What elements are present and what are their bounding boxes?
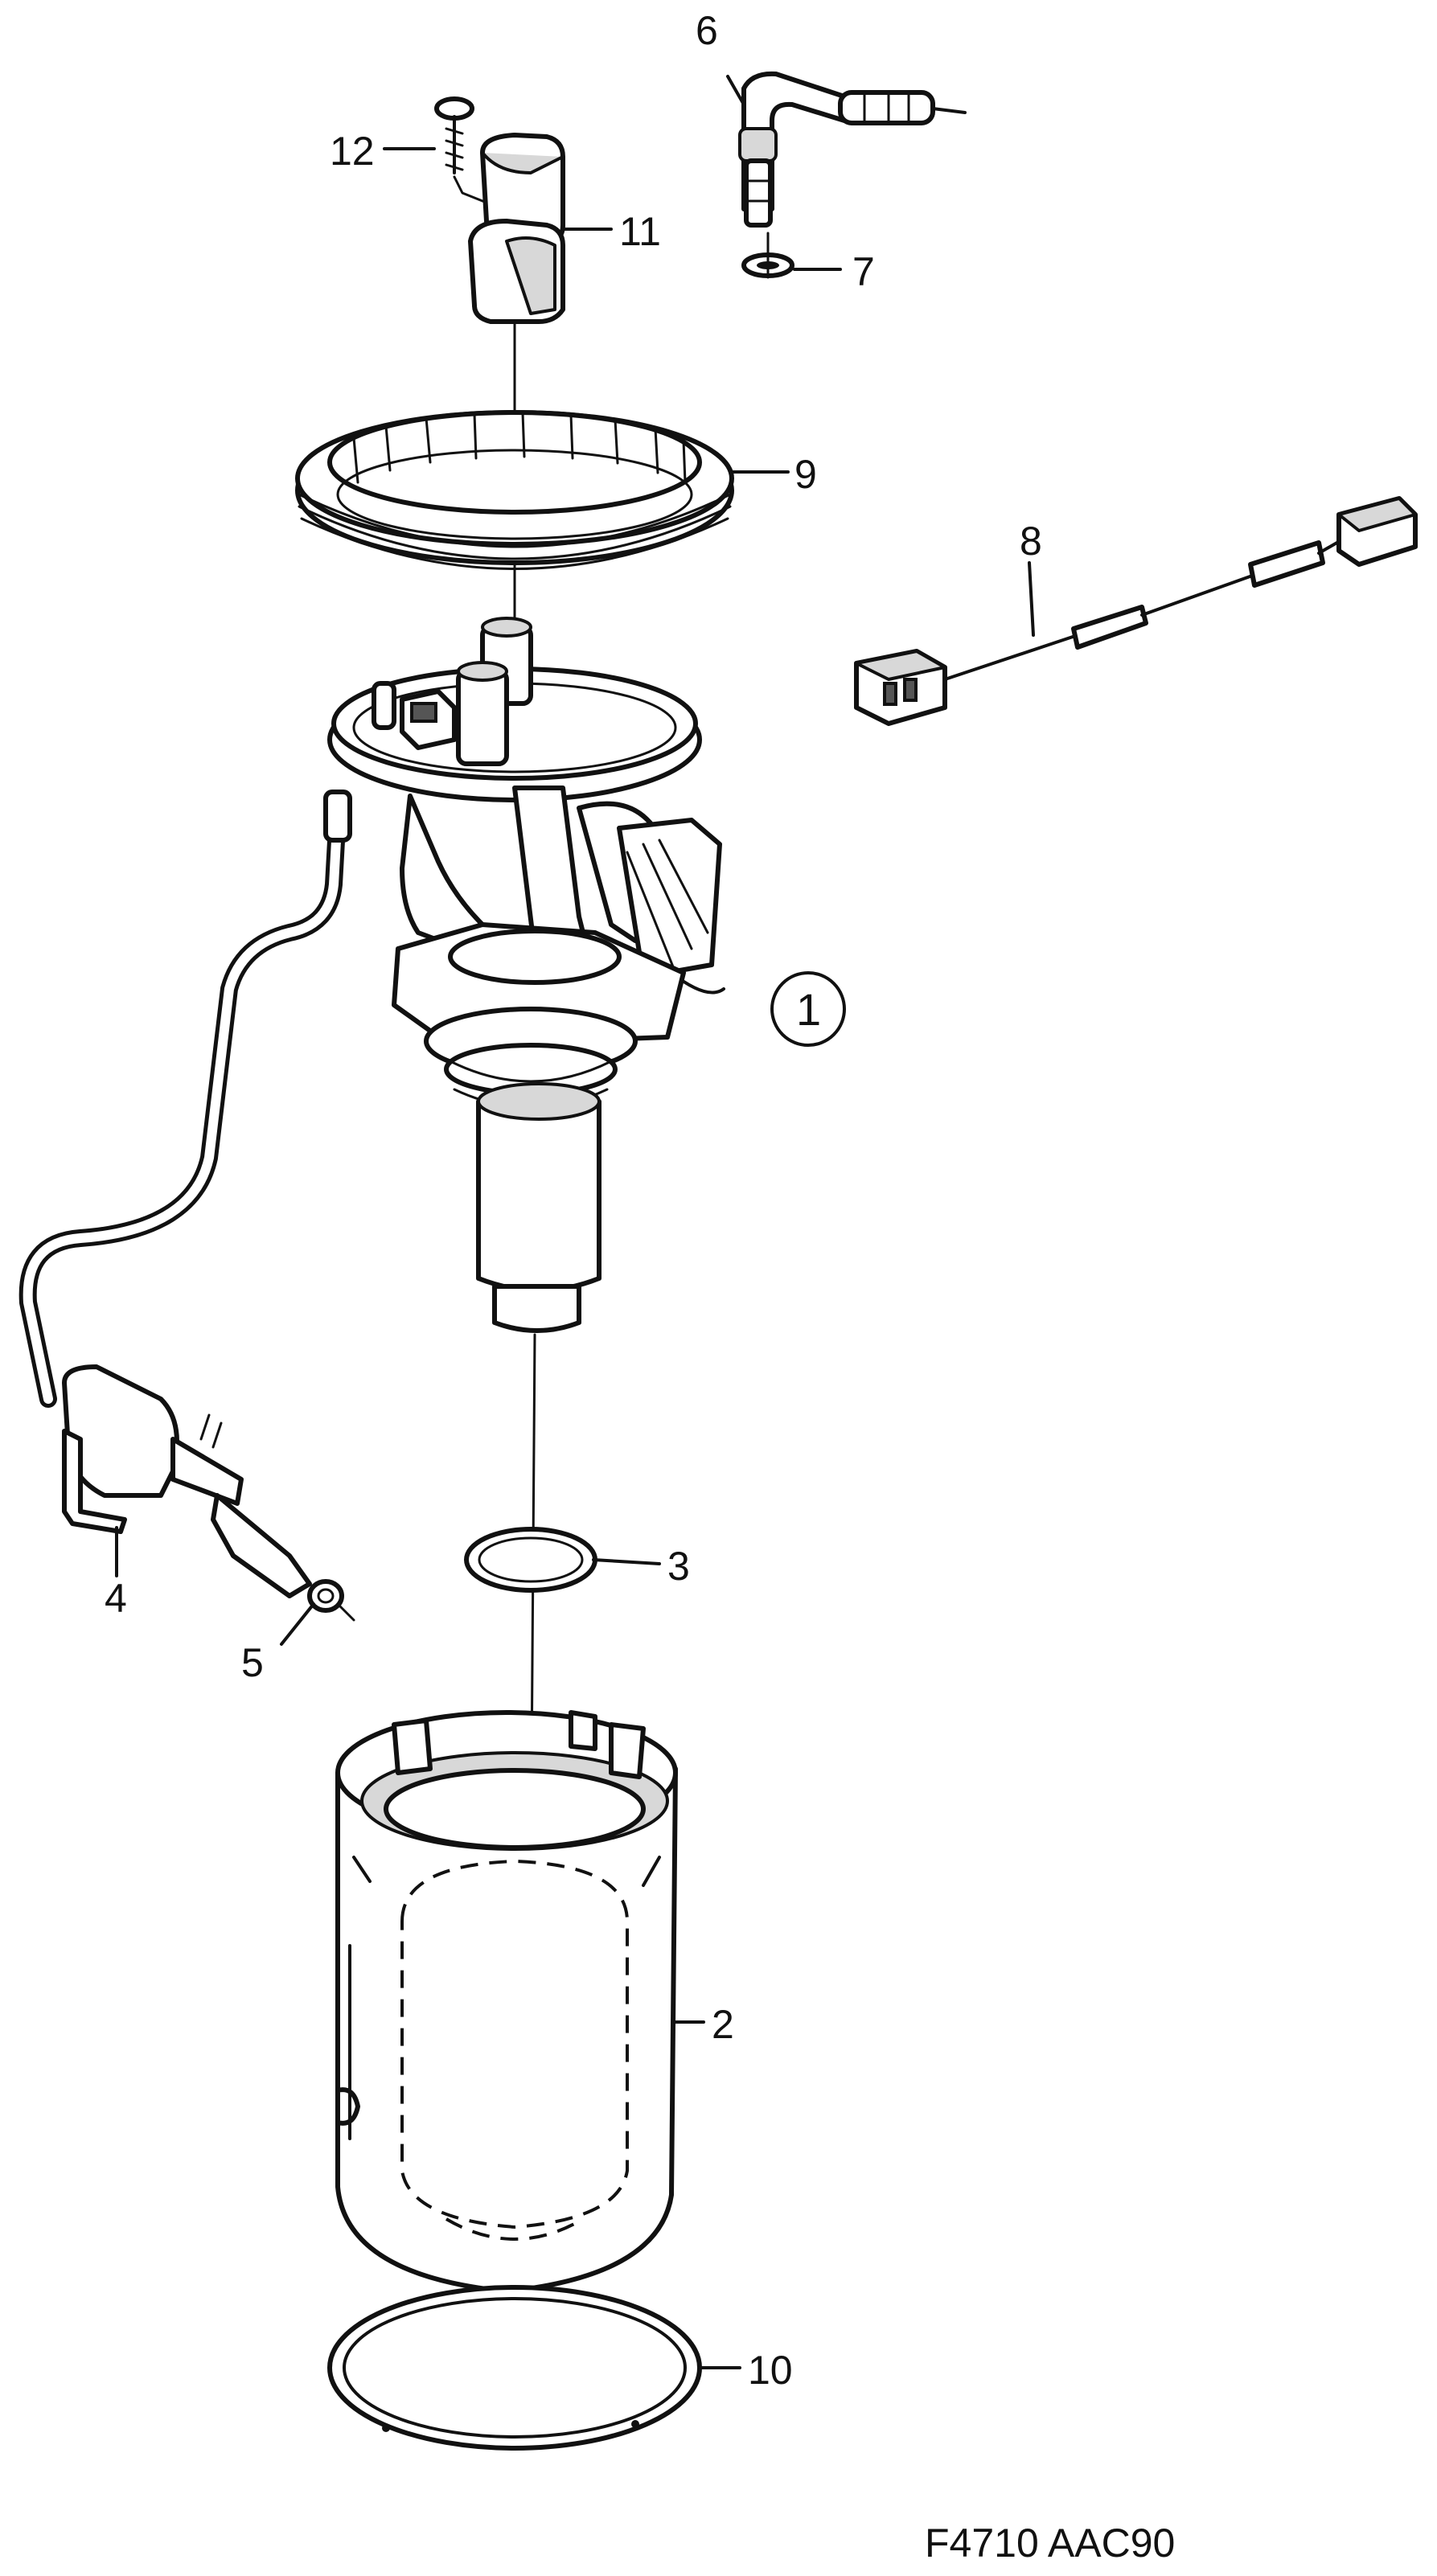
part-10-seal-ring: [327, 2285, 702, 2451]
part-8-wiring-harness: [854, 496, 1418, 726]
part-5-o-ring: [307, 1579, 355, 1622]
callout-1: 1: [796, 984, 821, 1035]
callout-4: 4: [105, 1576, 127, 1621]
part-2-canister: [335, 1710, 678, 2294]
callout-1-circled: 1: [770, 971, 846, 1047]
callout-5: 5: [241, 1640, 264, 1685]
callout-10: 10: [748, 2348, 793, 2393]
leader-lines: [115, 75, 1035, 2369]
callout-9: 9: [794, 452, 817, 497]
part-11-clip: [468, 133, 565, 324]
callout-labels: 12 11 6 7 9 8 1 3 4 5 2 10: [105, 8, 1042, 2393]
part-1-pump-assembly: [327, 617, 725, 1333]
callout-8: 8: [1020, 519, 1042, 564]
callout-12: 12: [330, 129, 375, 174]
callout-7: 7: [852, 249, 875, 294]
callout-3: 3: [667, 1544, 690, 1589]
part-12-screw: [434, 96, 508, 209]
part-3-o-ring: [464, 1527, 597, 1593]
part-7-washer: [741, 232, 794, 279]
figure-code: F4710 AAC90: [925, 2521, 1175, 2566]
part-6-connector: [738, 71, 967, 228]
part-4-hose-and-filter: [18, 790, 352, 1598]
callout-6: 6: [696, 8, 718, 53]
callout-11: 11: [619, 209, 661, 254]
callout-2: 2: [712, 2002, 734, 2047]
part-9-locking-ring: [295, 410, 734, 570]
